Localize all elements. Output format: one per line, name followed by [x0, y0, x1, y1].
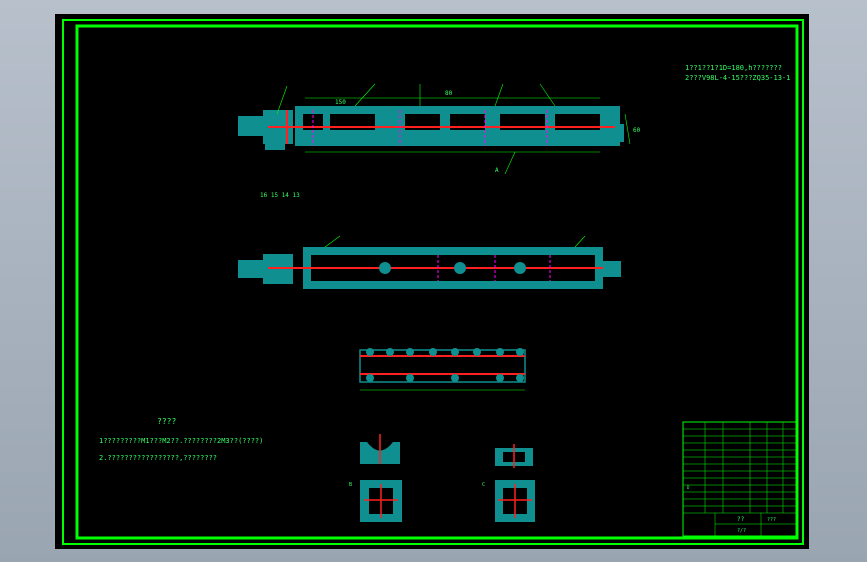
frame-node-11	[451, 374, 459, 382]
title-block-sub: ???	[767, 517, 776, 523]
section-view-right	[495, 444, 535, 522]
frame-node-4	[429, 348, 437, 356]
end-bearing	[610, 124, 624, 142]
frame-node-3	[406, 348, 414, 356]
dim-150-label: 150	[335, 99, 346, 106]
note-1: 1?????????M1???M2??.????????2M3??(????)	[99, 437, 264, 445]
title-block	[682, 421, 797, 537]
section-label-d: D	[687, 485, 690, 490]
leader-5	[539, 83, 556, 107]
header-note-1: 1??1??1?1D=180,h???????	[685, 64, 782, 72]
drawing-sheet: 150 80 60 A 16 15 14 13	[55, 14, 809, 549]
leader-1	[276, 85, 288, 115]
section-label-b: B	[349, 482, 352, 488]
title-block-code: ?/?	[737, 528, 746, 534]
frame-node-2	[386, 348, 394, 356]
leader-6	[504, 151, 516, 175]
frame-node-9	[366, 374, 374, 382]
leader-4	[494, 83, 504, 107]
dim-60-label: 60	[633, 127, 641, 134]
section-label-a: A	[495, 167, 499, 174]
hanger-bearing-3	[514, 262, 526, 274]
frame-node-8	[516, 348, 524, 356]
leader-2	[354, 83, 376, 107]
section-label-c: C	[482, 482, 485, 488]
plan-leader-1	[324, 235, 341, 248]
notes-title: ????	[157, 417, 177, 426]
frame-node-6	[473, 348, 481, 356]
frame-node-12	[496, 374, 504, 382]
note-2: 2.?????????????????,????????	[99, 454, 218, 462]
inner-frame	[75, 24, 799, 540]
dim-80-label: 80	[445, 90, 453, 97]
title-block-title: ??	[737, 516, 745, 523]
parts-list-frame	[682, 421, 797, 537]
plan-leader-2	[574, 235, 586, 248]
frame-node-1	[366, 348, 374, 356]
frame-outline	[359, 349, 526, 383]
frame-node-7	[496, 348, 504, 356]
section-view-left	[360, 434, 402, 522]
dim-line-right	[624, 113, 631, 145]
frame-detail	[359, 348, 526, 391]
drawing-canvas: 150 80 60 A 16 15 14 13	[62, 19, 804, 545]
hanger-bearing-1	[379, 262, 391, 274]
hanger-bearing-2	[454, 262, 466, 274]
outer-frame	[62, 19, 804, 545]
frame-node-10	[406, 374, 414, 382]
plan-motor	[238, 260, 268, 278]
frame-node-13	[516, 374, 524, 382]
plan-end-cap	[603, 261, 621, 277]
reducer-base	[265, 136, 285, 150]
header-note-2: 2???V98L-4-15???ZQ35-13-1	[685, 74, 791, 82]
motor	[238, 116, 268, 136]
frame-node-5	[451, 348, 459, 356]
plan-view	[238, 235, 621, 289]
parts-list-grid	[683, 422, 796, 536]
part-number-label: 16 15 14 13	[260, 192, 300, 199]
main-elevation-view	[238, 83, 631, 175]
